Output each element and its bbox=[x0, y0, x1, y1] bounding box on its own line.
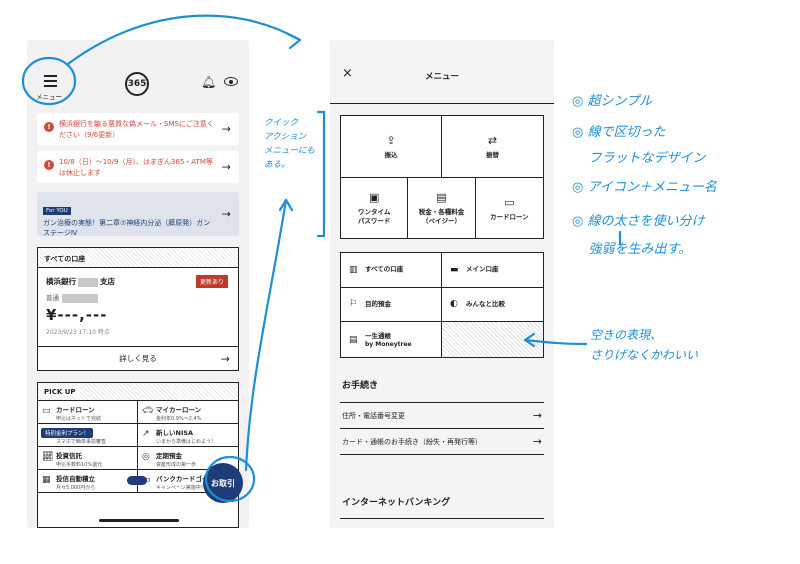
card-icon: ▭ bbox=[42, 406, 51, 416]
home-screen: メニュー 365 🔔︎ ! 横浜銀行を騙る悪質な偽メール・SMSにご注意ください… bbox=[27, 40, 249, 528]
quick-action-tax-payment[interactable]: ▤税金・各種料金 （ペイジー） bbox=[408, 178, 476, 239]
menu-title: メニュー bbox=[424, 72, 459, 82]
menu-item-compare[interactable]: ◐みんなと比較 bbox=[442, 288, 543, 323]
receipt-icon: ▤ bbox=[436, 191, 447, 204]
flag-icon: ⚐ bbox=[349, 299, 358, 310]
pickup-card: PICK UP ▭カードローン申込はネットで完結 🚗︎マイカーローン金利年0.9… bbox=[37, 382, 239, 528]
notice-text: 横浜銀行を騙る悪質な偽メール・SMSにご注意ください（9/6更新） bbox=[59, 120, 214, 139]
annotation-quick-action: クイック アクション メニューにも ある。 bbox=[264, 118, 316, 170]
internet-banking-title: インターネットバンキング bbox=[342, 498, 451, 508]
trend-icon: 📈︎ bbox=[42, 452, 54, 462]
masked-account-number bbox=[62, 293, 98, 303]
home-header: メニュー 365 🔔︎ bbox=[27, 60, 249, 108]
home-indicator bbox=[99, 519, 179, 522]
transaction-fab[interactable]: お取引 bbox=[203, 463, 243, 503]
annotation-note-1: ◎ 超シンプル bbox=[572, 94, 653, 109]
section-divider bbox=[340, 402, 544, 403]
quick-actions: ⇪振込 ⇄振替 ▣ワンタイム パスワード ▤税金・各種料金 （ペイジー） ▭カー… bbox=[340, 115, 544, 239]
arrow-right-icon: → bbox=[221, 207, 231, 221]
car-icon: 🚗︎ bbox=[142, 406, 154, 416]
arrow-right-icon: → bbox=[221, 122, 231, 136]
left-pointer-head-stroke bbox=[278, 198, 294, 212]
menu-screen: × メニュー ⇪振込 ⇄振替 ▣ワンタイム パスワード ▤税金・各種料金 （ペイ… bbox=[330, 40, 554, 528]
coin-icon: ◎ bbox=[142, 452, 150, 462]
menu-empty-cell bbox=[442, 322, 543, 357]
calendar-icon: ▦ bbox=[42, 475, 51, 485]
swap-icon: ⇄ bbox=[487, 133, 498, 147]
notice-text: 10/8（日）〜10/9（月）、はまぎん365・ATM等は休止します bbox=[59, 158, 213, 177]
bank-branch: 横浜銀行支店 bbox=[46, 277, 115, 287]
pickup-item-auto-invest[interactable]: ▦投信自動積立月々5,000円から bbox=[38, 470, 138, 493]
menu-item-goal-deposit[interactable]: ⚐目的預金 bbox=[341, 287, 442, 323]
section-divider bbox=[340, 518, 544, 519]
balance: ¥---,--- bbox=[46, 306, 108, 324]
pickup-item-investment-trust[interactable]: 📈︎投資信託申込手数料10%還元 bbox=[38, 447, 138, 470]
balance-timestamp: 2023/9/23 17:10 時点 bbox=[46, 329, 110, 336]
update-badge: 更新あり bbox=[196, 275, 229, 288]
arrow-right-icon: → bbox=[532, 434, 542, 448]
promo-badge: 特別金利プラン！ bbox=[41, 428, 94, 438]
menu-item-all-accounts[interactable]: ▥すべての口座 bbox=[341, 253, 442, 288]
foryou-text: ガン治療の実態！第二章⑦神経内分泌（膵原発）ガン ステージⅣ bbox=[43, 219, 211, 237]
close-icon[interactable]: × bbox=[342, 66, 353, 81]
bar-chart-icon: ▥ bbox=[349, 264, 358, 275]
arrow-right-icon: → bbox=[221, 160, 231, 174]
bell-icon[interactable]: 🔔︎ bbox=[201, 75, 217, 89]
procedures-title: お手続き bbox=[342, 381, 379, 391]
page-indicator bbox=[127, 476, 147, 485]
annotation-note-2: ◎ 線で区切った フラットなデザイン bbox=[572, 125, 706, 166]
procedure-card-passbook[interactable]: カード・通帳のお手続き（紛失・再発行等）→ bbox=[340, 429, 544, 455]
arrow-head-stroke bbox=[286, 32, 302, 50]
foryou-card[interactable]: For YOU ガン治療の実態！第二章⑦神経内分泌（膵原発）ガン ステージⅣ → bbox=[37, 192, 239, 237]
quick-action-account-transfer[interactable]: ⇄振替 bbox=[486, 133, 499, 159]
chart-icon: ↗ bbox=[142, 429, 150, 439]
menu-item-main-account[interactable]: ▬メイン口座 bbox=[442, 253, 543, 288]
annotation-note-3: ◎ アイコン＋メニュー名 bbox=[572, 180, 717, 195]
masked-branch bbox=[78, 277, 98, 287]
menu-label: メニュー bbox=[36, 93, 62, 101]
warning-icon: ! bbox=[44, 122, 54, 132]
status-bar bbox=[330, 40, 554, 60]
menu-header: × メニュー bbox=[330, 60, 554, 104]
arrow-right-icon: → bbox=[220, 352, 230, 365]
pickup-item-time-deposit[interactable]: ◎定期預金資産形成の第一歩 bbox=[138, 447, 238, 470]
procedure-address-change[interactable]: 住所・電話番号変更→ bbox=[340, 403, 544, 429]
arrow-right-icon: → bbox=[532, 408, 542, 422]
annotation-note-4: ◎ 線の太さを使い分け 強弱を生み出す。 bbox=[572, 214, 705, 257]
card-icon: ▭ bbox=[504, 195, 515, 209]
bank-logo: 365 bbox=[125, 72, 149, 96]
notice-fraud[interactable]: ! 横浜銀行を騙る悪質な偽メール・SMSにご注意ください（9/6更新） → bbox=[37, 113, 239, 145]
monitor-icon: ▬ bbox=[450, 264, 459, 275]
passbook-icon: ▤ bbox=[349, 334, 358, 345]
quick-action-bracket-stroke bbox=[316, 110, 326, 238]
accounts-card: すべての口座 横浜銀行支店 更新あり 普通 ¥---,--- 2023/9/23… bbox=[37, 247, 239, 371]
annotation-empty-cell: 空きの表現、 さりげなくかわいい bbox=[590, 328, 699, 362]
account-type: 普通 bbox=[46, 292, 98, 303]
detail-button[interactable]: 詳しく見る→ bbox=[38, 346, 238, 370]
status-bar bbox=[27, 40, 249, 60]
quick-action-card-loan[interactable]: ▭カードローン bbox=[489, 195, 529, 221]
compare-icon: ◐ bbox=[450, 299, 458, 310]
pickup-header: PICK UP bbox=[38, 383, 238, 401]
notice-maintenance[interactable]: ! 10/8（日）〜10/9（月）、はまぎん365・ATM等は休止します → bbox=[37, 151, 239, 183]
quick-action-transfer[interactable]: ⇪振込 bbox=[341, 116, 442, 177]
otp-icon: ▣ bbox=[368, 191, 380, 204]
left-pointer-stroke bbox=[244, 198, 288, 472]
warning-icon: ! bbox=[44, 160, 54, 170]
upload-icon: ⇪ bbox=[386, 133, 396, 147]
foryou-tag: For YOU bbox=[43, 207, 71, 215]
accounts-header: すべての口座 bbox=[38, 248, 238, 268]
pickup-item-car-loan[interactable]: 🚗︎マイカーローン金利年0.9%〜2.4% bbox=[138, 401, 238, 424]
pickup-item-card-loan[interactable]: ▭カードローン申込はネットで完結 bbox=[38, 401, 138, 424]
eye-icon[interactable] bbox=[224, 77, 238, 86]
quick-action-otp[interactable]: ▣ワンタイム パスワード bbox=[341, 178, 409, 239]
